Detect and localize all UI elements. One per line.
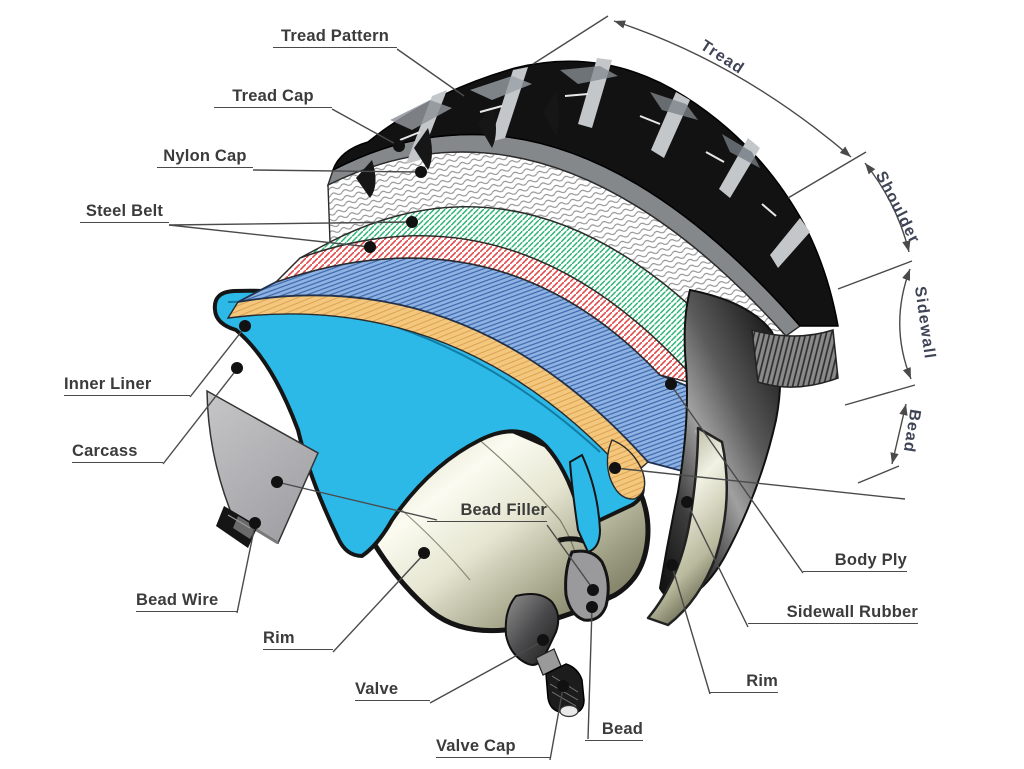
- dim-arc-sidewall: [899, 268, 912, 380]
- label-inner-liner: Inner Liner: [64, 375, 190, 396]
- label-valve: Valve: [355, 680, 430, 701]
- label-body-ply: Body Ply: [803, 551, 907, 572]
- dimension-lines: [532, 15, 916, 500]
- label-valve-cap: Valve Cap: [436, 737, 550, 758]
- label-nylon-cap: Nylon Cap: [157, 147, 253, 168]
- bead-region-extension: [614, 467, 906, 500]
- label-bead-filler: Bead Filler: [427, 501, 547, 522]
- label-sidewall-rubber: Sidewall Rubber: [748, 603, 918, 624]
- dim-tick: [837, 260, 913, 290]
- label-tread-cap: Tread Cap: [214, 87, 332, 108]
- label-tread-pattern: Tread Pattern: [273, 27, 397, 48]
- dim-tick: [857, 465, 900, 484]
- dim-arc-shoulder: [864, 162, 911, 253]
- dim-arc-tread: [613, 20, 852, 158]
- shoulder-ribs: [751, 328, 839, 388]
- label-carcass: Carcass: [72, 442, 163, 463]
- label-steel-belt: Steel Belt: [80, 202, 169, 223]
- dim-tick: [787, 151, 867, 199]
- bead-section: [557, 453, 610, 622]
- label-bead-wire: Bead Wire: [136, 591, 237, 612]
- label-rim-right: Rim: [710, 672, 778, 693]
- dim-tick: [532, 15, 609, 65]
- dim-line-bead: [890, 403, 908, 465]
- leader-lines: [162, 48, 804, 761]
- label-rim-left: Rim: [263, 629, 333, 650]
- label-dots: [231, 140, 693, 692]
- bead-wire-piece: [216, 506, 258, 548]
- dim-tick: [844, 384, 916, 406]
- label-bead: Bead: [585, 720, 643, 741]
